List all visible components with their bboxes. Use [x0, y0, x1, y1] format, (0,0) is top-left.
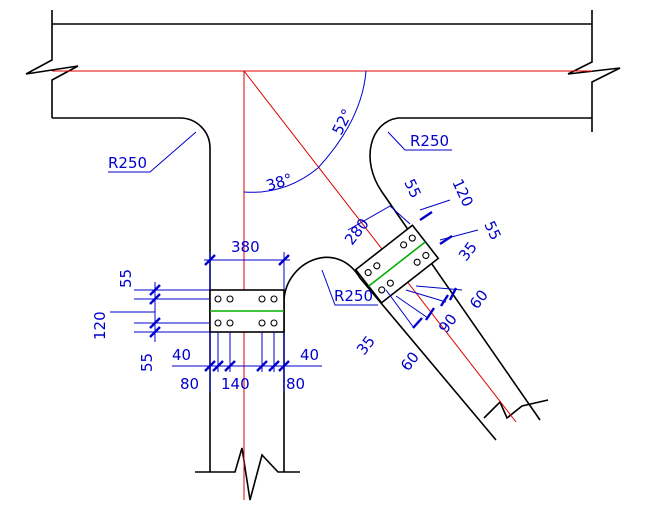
- beam-right-end: [567, 10, 621, 132]
- member-outlines: [25, 10, 621, 501]
- label-d-edge-b: 55: [480, 218, 504, 243]
- dimension-labels: R250 R250 R250 38° 52° 380 55 120 55 40 …: [91, 106, 505, 393]
- label-v-edge-top: 55: [117, 269, 135, 288]
- vertical-branch-right-edge: [283, 256, 497, 472]
- label-v-gauge-left: 80: [180, 375, 199, 393]
- diagonal-splice-plate: [354, 224, 440, 304]
- label-v-pitch: 120: [91, 311, 109, 340]
- label-angle-52: 52°: [329, 106, 357, 138]
- label-d-pitch: 120: [448, 176, 476, 210]
- label-d-width: 280: [341, 215, 373, 249]
- label-v-gauge-mid: 140: [221, 375, 250, 393]
- label-angle-38: 38°: [264, 170, 295, 195]
- centre-lines: [52, 70, 592, 500]
- angle-arc-38: [243, 167, 319, 193]
- leader-r250-left: [108, 131, 197, 173]
- label-d-gauge-b: 90: [435, 310, 461, 336]
- label-r250-crotch: R250: [334, 287, 373, 305]
- vertical-splice-plate: [209, 289, 285, 333]
- beam-bottom-edge-right: [369, 117, 592, 421]
- label-d-gauge-c: 60: [466, 286, 492, 312]
- label-v-width: 380: [231, 238, 260, 256]
- leader-r250-crotch: [321, 269, 378, 306]
- label-v-gauge-right: 80: [286, 375, 305, 393]
- label-v-edge-bottom: 55: [138, 353, 156, 372]
- label-d-edge-c: 35: [455, 238, 481, 264]
- label-v-edge-right: 40: [300, 346, 319, 364]
- vertical-branch-break: [195, 447, 300, 501]
- label-d-edge-a: 55: [400, 176, 424, 201]
- beam-bottom-edge-left: [52, 117, 211, 472]
- dimension-lines: [108, 70, 479, 392]
- label-v-edge-left: 40: [172, 346, 191, 364]
- diagonal-branch-break: [483, 399, 549, 420]
- label-r250-top-right: R250: [410, 132, 449, 150]
- label-d-gauge-a: 60: [397, 348, 423, 374]
- leader-r250-right: [387, 131, 452, 151]
- diagonal-centre-line: [243, 70, 517, 423]
- label-r250-top-left: R250: [108, 154, 147, 172]
- label-d-edge-d: 35: [353, 332, 379, 358]
- beam-left-end: [25, 24, 79, 118]
- angle-arc-52: [317, 70, 367, 169]
